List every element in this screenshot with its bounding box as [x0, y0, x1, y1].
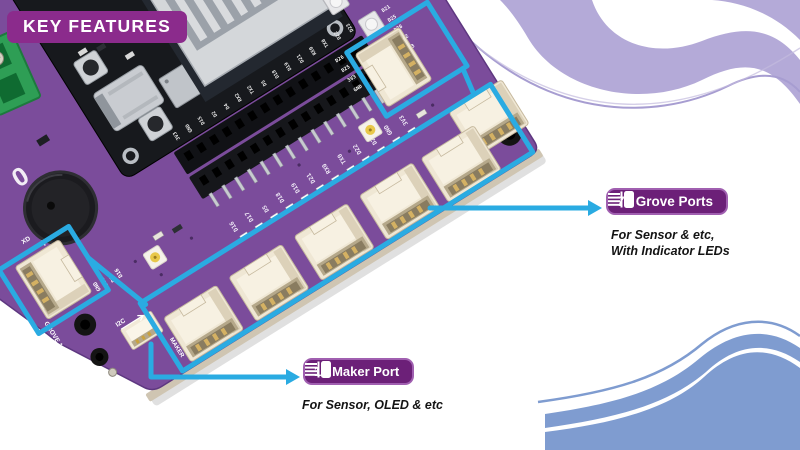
pcb-board-photo: 0 32 3.6-6V VIN XD	[0, 0, 543, 402]
highlight-box-grove-row	[137, 81, 536, 374]
pin-label: GND	[92, 280, 103, 292]
pin-label: D17	[244, 210, 256, 223]
pin-label: D4	[223, 102, 231, 110]
maker-desc-line: For Sensor, OLED & etc	[302, 398, 444, 412]
grove-arrowhead	[588, 200, 602, 216]
pin-label: TX0	[321, 37, 331, 48]
key-features-title-badge: KEY FEATURES	[7, 11, 187, 43]
i2c-marking: I2C	[115, 314, 145, 330]
pin-label: D16	[228, 219, 240, 232]
pin-label: D22	[352, 142, 364, 155]
pcb-edge	[145, 149, 543, 402]
header-pins	[208, 88, 386, 208]
terminal-block	[0, 30, 41, 116]
svg-text:I2C: I2C	[115, 317, 128, 328]
pin-label: TX2	[246, 84, 256, 95]
grove-desc-line1: For Sensor & etc,	[611, 228, 715, 242]
pin-label: D16	[114, 266, 125, 278]
buzzer	[23, 170, 99, 246]
decor-wave-bottom-right	[537, 320, 800, 450]
highlight-connector-line	[85, 255, 149, 307]
pin-label: D23	[345, 22, 355, 33]
esp32-devkit: 3V3GNDD15D2D4RX2TX2D5D18D19D21RX0TX0D22D…	[3, 0, 356, 177]
pin-label: RX0	[308, 45, 318, 56]
wroom-antenna	[162, 0, 304, 51]
pin-label: D15	[197, 115, 207, 126]
grove-desc-line2: With Indicator LEDs	[611, 243, 730, 258]
maker-port-description: For Sensor, OLED & etc	[302, 398, 443, 414]
pin-label: GND	[353, 84, 364, 94]
svg-text:XD: XD	[20, 235, 32, 246]
grove-connector-icon	[608, 191, 634, 208]
via-dots	[133, 103, 435, 277]
pin-label: D21	[305, 171, 317, 184]
maker-badge-label: 1x Maker Port	[314, 364, 400, 379]
pin-label: GND	[184, 123, 194, 134]
pin-label: 3V3	[398, 113, 410, 126]
devkit-pin-labels: 3V3GNDD15D2D4RX2TX2D5D18D19D21RX0TX0D22D…	[172, 22, 355, 141]
grove-badge-label: 7x Grove Ports	[617, 194, 714, 209]
pin-label: D25	[340, 64, 351, 74]
pin-label: RX0	[321, 162, 333, 175]
pin-label: D19	[290, 181, 302, 194]
pin-label: TX0	[336, 152, 348, 165]
pin-label: D21	[296, 53, 306, 64]
header-socket-row-1	[174, 35, 375, 174]
maker-port-badge: 1x Maker Port	[303, 358, 415, 385]
grove-ports-badge: 7x Grove Ports	[606, 188, 729, 215]
pin-label: D5	[260, 79, 268, 87]
esp32-wroom-module	[93, 0, 343, 103]
pin-label: D25	[387, 14, 398, 24]
pin-label: D5	[261, 203, 271, 213]
pin-label: D22	[333, 30, 343, 41]
pin-label: 3V3	[347, 74, 358, 84]
pin-label: GND	[382, 123, 394, 136]
highlight-annotations	[0, 0, 591, 380]
pin-label: D19	[284, 61, 294, 72]
highlight-connector-line	[460, 66, 476, 96]
micro-usb-port	[93, 65, 164, 132]
pin-label: D21	[381, 4, 392, 14]
pin-label: D18	[271, 68, 281, 79]
smd-components	[36, 108, 428, 242]
maker-callout-line	[148, 341, 289, 380]
maker-arrowhead	[286, 369, 300, 385]
pin-label: D2	[211, 110, 219, 118]
header-socket-row-2	[189, 60, 391, 199]
highlight-box-grove-top	[344, 0, 470, 119]
pin-label: D26	[334, 54, 345, 64]
page-title: KEY FEATURES	[23, 16, 171, 36]
decor-wave-top-right	[429, 0, 800, 109]
pin-label: 3V3	[172, 130, 182, 141]
maker-connector-icon	[305, 361, 331, 378]
pin-label: RX2	[234, 92, 244, 103]
pin-label: D18	[274, 191, 286, 204]
grove-ports-description: For Sensor & etc, With Indicator LEDs	[611, 228, 730, 259]
socket-holes	[183, 46, 375, 186]
